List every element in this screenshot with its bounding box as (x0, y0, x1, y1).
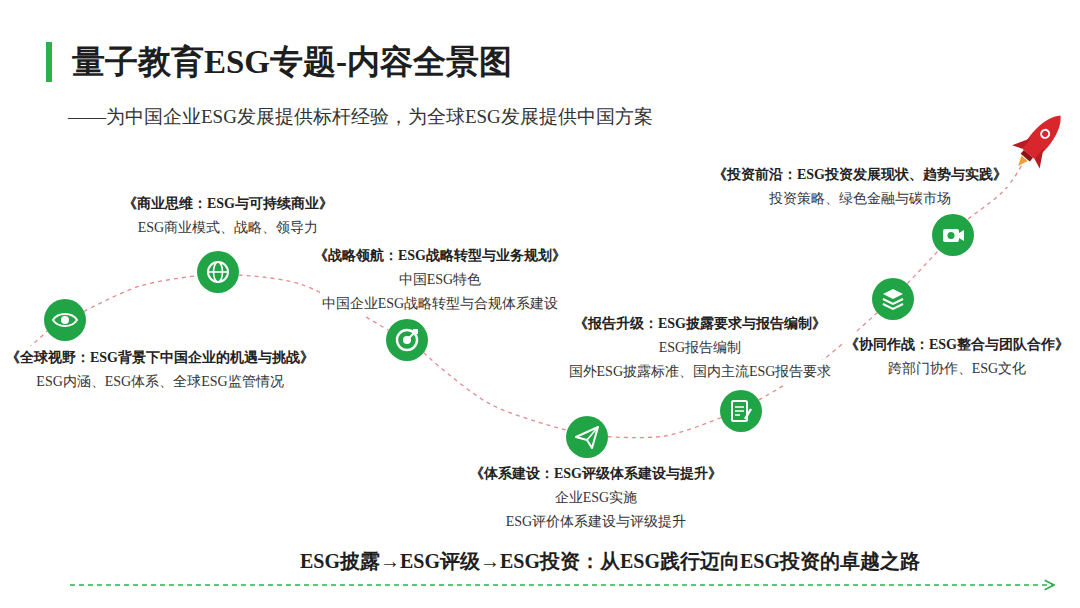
stage-icon (720, 390, 762, 432)
stage-circle (932, 214, 974, 256)
stage-heading: 《体系建设：ESG评级体系建设与提升》 (468, 462, 724, 486)
stage-icon (44, 299, 86, 341)
caption-text: ESG披露→ESG评级→ESG投资：从ESG践行迈向ESG投资的卓越之路 (296, 547, 924, 575)
stage-icon (386, 319, 428, 361)
stage-node: 《体系建设：ESG评级体系建设与提升》企业ESG实施ESG评价体系建设与评级提升 (468, 462, 724, 534)
stage-node: 《报告升级：ESG披露要求与报告编制》ESG报告编制国外ESG披露标准、国内主流… (567, 312, 834, 384)
title-bar (46, 42, 52, 82)
stage-icon (932, 214, 974, 256)
stage-node: 《战略领航：ESG战略转型与业务规划》中国ESG特色中国企业ESG战略转型与合规… (312, 244, 568, 316)
stage-detail: ESG报告编制 (657, 336, 743, 360)
stage-detail: 企业ESG实施 (553, 486, 639, 510)
stage-detail: 投资策略、绿色金融与碳市场 (767, 187, 953, 211)
page-title: 量子教育ESG专题-内容全景图 (72, 40, 512, 84)
stage-circle (566, 416, 608, 458)
stage-node: 《全球视野：ESG背景下中国企业的机遇与挑战》ESG内涵、ESG体系、全球ESG… (4, 346, 316, 394)
stage-heading: 《战略领航：ESG战略转型与业务规划》 (312, 244, 568, 268)
stage-heading: 《商业思维：ESG与可持续商业》 (121, 192, 335, 216)
stage-icon (566, 416, 608, 458)
stage-heading: 《协同作战：ESG整合与团队合作》 (843, 333, 1071, 357)
path-arrow-line (70, 584, 1054, 585)
stage-circle (44, 299, 86, 341)
stage-heading: 《投资前沿：ESG投资发展现状、趋势与实践》 (711, 163, 1009, 187)
stage-detail: ESG商业模式、战略、领导力 (136, 216, 320, 240)
stage-detail: 中国企业ESG战略转型与合规体系建设 (320, 292, 560, 316)
route-curve (907, 250, 938, 283)
stage-node: 《商业思维：ESG与可持续商业》ESG商业模式、战略、领导力 (121, 192, 335, 240)
stage-node: 《协同作战：ESG整合与团队合作》跨部门协作、ESG文化 (843, 333, 1071, 381)
stage-detail: ESG内涵、ESG体系、全球ESG监管情况 (34, 370, 285, 394)
stage-circle (197, 251, 239, 293)
stage-heading: 《报告升级：ESG披露要求与报告编制》 (572, 312, 828, 336)
stage-detail: ESG评价体系建设与评级提升 (504, 510, 688, 534)
stage-heading: 《全球视野：ESG背景下中国企业的机遇与挑战》 (4, 346, 316, 370)
stage-detail: 国外ESG披露标准、国内主流ESG报告要求 (567, 360, 834, 384)
stage-icon (197, 251, 239, 293)
route-curve (608, 418, 721, 438)
stage-circle (386, 319, 428, 361)
stage-icon (872, 278, 914, 320)
stage-circle (872, 278, 914, 320)
rocket-illustration (1004, 104, 1074, 178)
subtitle-text: ——为中国企业ESG发展提供标杆经验，为全球ESG发展提供中国方案 (68, 104, 653, 130)
stage-detail: 中国ESG特色 (397, 268, 483, 292)
route-curve (424, 353, 567, 430)
stage-circle (720, 390, 762, 432)
route-curve (84, 276, 197, 312)
stage-node: 《投资前沿：ESG投资发展现状、趋势与实践》投资策略、绿色金融与碳市场 (711, 163, 1009, 211)
stage-detail: 跨部门协作、ESG文化 (886, 357, 1028, 381)
